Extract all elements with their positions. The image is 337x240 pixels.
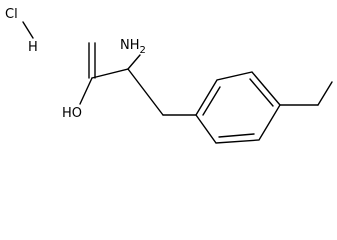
ethyl-ch3-bond	[317, 81, 333, 106]
chlorine-atom-label: Cl	[5, 7, 18, 22]
hydrogen-atom-label: H	[28, 40, 38, 55]
ring-double-bond-2	[249, 78, 274, 107]
amino-label: NH	[120, 38, 140, 53]
benzene-ring	[195, 71, 281, 144]
h-cl-bond	[22, 21, 34, 39]
amino-subscript: 2	[140, 45, 146, 56]
hydroxyl-label: HO	[62, 106, 82, 121]
carboxyl-alpha-bond	[91, 68, 129, 79]
ring-double-bond-3	[218, 133, 255, 138]
alpha-ch2-bond	[127, 68, 164, 116]
amino-group-label: NH2	[120, 38, 146, 56]
structure-diagram: Cl H NH2 HO	[5, 7, 333, 144]
ring-double-bond-1	[202, 86, 221, 116]
alpha-amino-bond	[127, 54, 141, 70]
carboxyl-oh-bond	[79, 77, 93, 105]
